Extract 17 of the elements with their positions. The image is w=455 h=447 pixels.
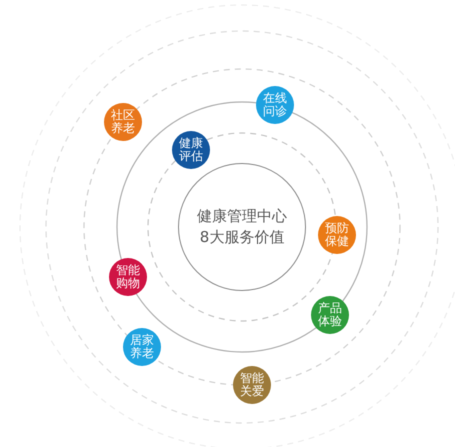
service-circle	[311, 296, 349, 334]
service-label: 智能购物	[115, 264, 141, 290]
service-label: 健康评估	[178, 137, 204, 163]
service-label: 预防保健	[324, 222, 350, 248]
service-label: 产品体验	[317, 302, 343, 328]
service-label: 居家养老	[129, 334, 155, 360]
hub-label: 健康管理中心8大服务价值	[196, 206, 288, 248]
service-label: 在线问诊	[262, 92, 288, 118]
service-circle	[104, 103, 142, 141]
service-circle	[123, 328, 161, 366]
service-circle	[318, 216, 356, 254]
service-circle	[256, 86, 294, 124]
service-label: 智能关爱	[239, 372, 265, 398]
service-circle	[109, 258, 147, 296]
service-label: 社区养老	[110, 109, 136, 135]
service-circle	[172, 131, 210, 169]
service-circle	[233, 366, 271, 404]
